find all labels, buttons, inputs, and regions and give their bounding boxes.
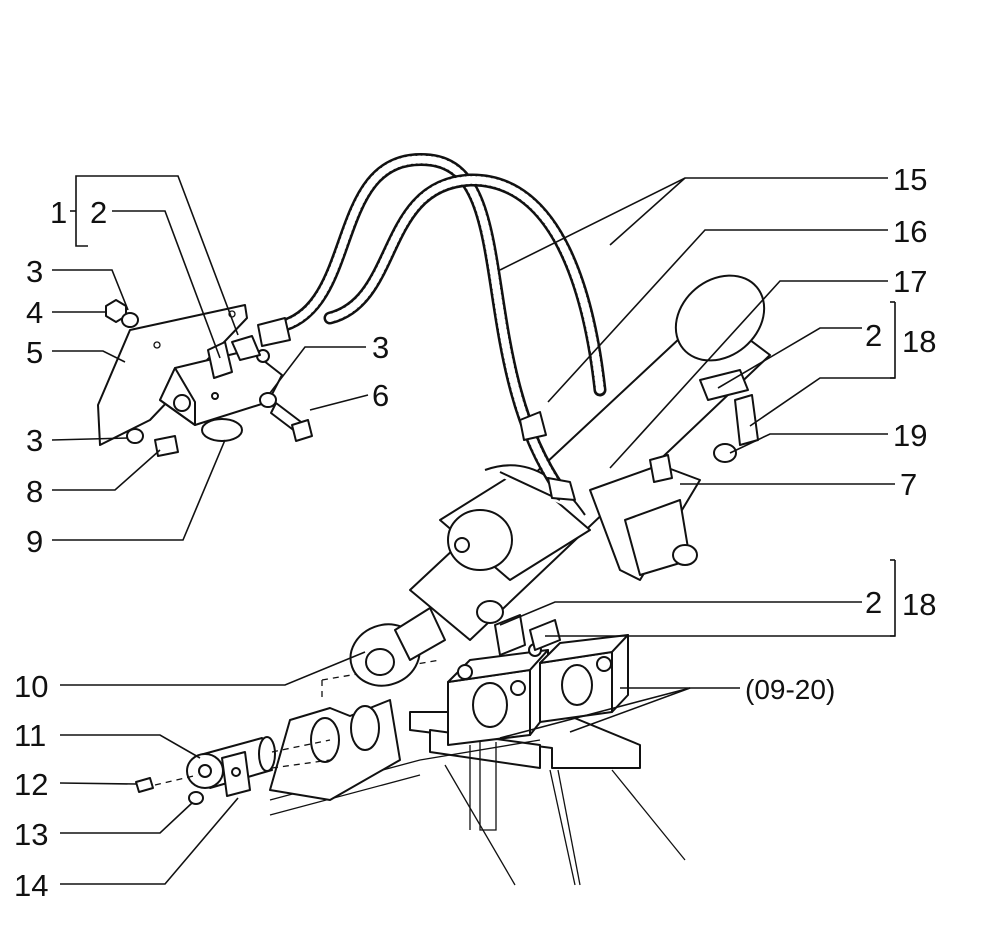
callout-9: 9 <box>26 524 43 559</box>
parts-illustration <box>97 153 771 886</box>
callout-10: 10 <box>14 669 48 704</box>
pivot-pin-assembly <box>135 736 331 805</box>
callout-14: 14 <box>14 868 48 903</box>
callout-7: 7 <box>900 467 917 502</box>
callout-18-lower: 18 <box>902 587 936 622</box>
callout-2-valve: 2 <box>90 195 107 230</box>
cylinder-eye <box>349 607 446 687</box>
leader-lines <box>51 175 896 885</box>
callout-5: 5 <box>26 335 43 370</box>
right-fittings <box>476 394 759 656</box>
callout-17: 17 <box>893 264 927 299</box>
clamp-blocks <box>447 634 629 746</box>
hydraulic-hoses <box>278 153 607 501</box>
cylinder-bracket <box>589 369 749 581</box>
callout-3-washer-bottom: 3 <box>26 423 43 458</box>
callout-2-lower-right: 2 <box>865 585 882 620</box>
callout-13: 13 <box>14 817 48 852</box>
callout-15: 15 <box>893 162 927 197</box>
callout-labels: 1 2 3 4 5 3 6 3 8 9 15 16 17 2 18 19 7 2… <box>14 162 936 903</box>
callout-3-washer-right: 3 <box>372 330 389 365</box>
callout-6: 6 <box>372 378 389 413</box>
callout-16: 16 <box>893 214 927 249</box>
callout-3-washer-top: 3 <box>26 254 43 289</box>
pivot-bracket <box>269 659 441 801</box>
callout-ref-09-20: (09-20) <box>745 674 835 705</box>
callout-19: 19 <box>893 418 927 453</box>
callout-8: 8 <box>26 474 43 509</box>
callout-2-upper-right: 2 <box>865 318 882 353</box>
callout-4: 4 <box>26 295 43 330</box>
hydraulic-cylinder <box>409 274 771 641</box>
valve-block <box>159 317 291 442</box>
hardware <box>105 299 313 457</box>
callout-12: 12 <box>14 767 48 802</box>
callout-1: 1 <box>50 195 67 230</box>
callout-18-upper: 18 <box>902 324 936 359</box>
callout-11: 11 <box>14 718 46 753</box>
